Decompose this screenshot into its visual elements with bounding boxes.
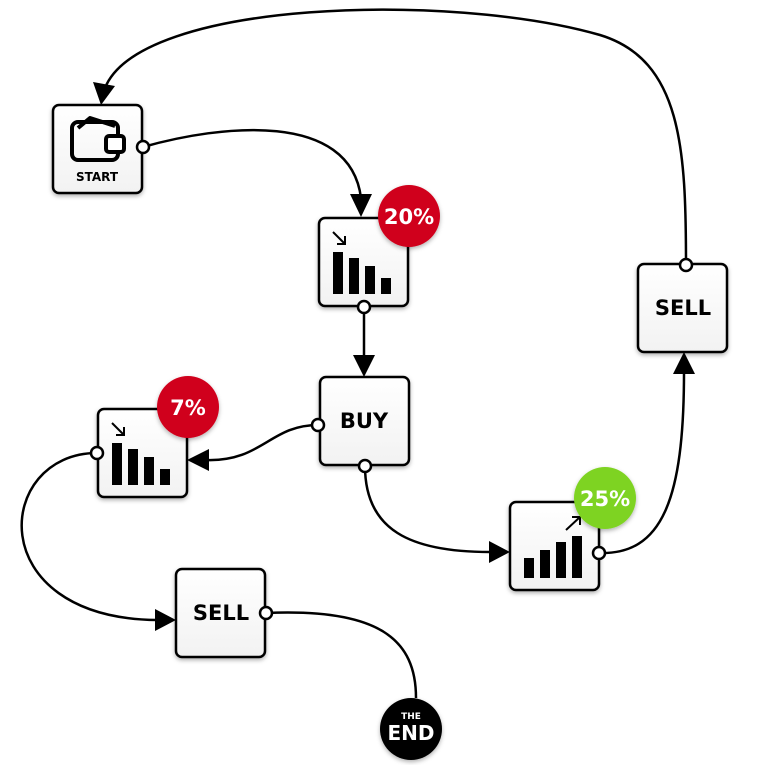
arrowhead — [673, 352, 695, 374]
node-end[interactable]: THE END — [380, 698, 442, 760]
node-drop-20[interactable]: 20% — [317, 185, 440, 315]
percent-badge: 20% — [378, 185, 440, 247]
svg-text:25%: 25% — [580, 487, 630, 511]
percent-badge: 25% — [574, 467, 636, 529]
edge-buy-to-drop2[interactable] — [205, 423, 319, 462]
svg-text:20%: 20% — [384, 205, 434, 229]
edge-sell-right-to-start[interactable] — [103, 8, 688, 266]
output-port[interactable] — [135, 139, 151, 155]
end-label: END — [387, 721, 434, 745]
edge-buy-to-rise[interactable] — [363, 465, 491, 554]
chart-down-icon — [332, 231, 391, 294]
edge-start-to-drop1[interactable] — [142, 128, 363, 199]
output-port[interactable] — [678, 257, 694, 273]
output-port[interactable] — [89, 445, 105, 461]
wallet-icon — [70, 116, 126, 162]
edge-rise-to-sell-right[interactable] — [598, 371, 686, 555]
output-port[interactable] — [356, 299, 372, 315]
buy-label: BUY — [340, 409, 389, 433]
end-small-label: THE — [401, 712, 421, 722]
edge-drop2-to-sell-bottom[interactable] — [20, 451, 158, 622]
output-port[interactable] — [591, 545, 607, 561]
chart-down-icon — [111, 422, 170, 485]
node-start[interactable]: START — [51, 103, 151, 195]
node-rise-25[interactable]: 25% — [508, 467, 636, 592]
arrowhead — [489, 541, 510, 563]
edges — [20, 8, 695, 699]
sell-label: SELL — [193, 601, 249, 625]
edge-sell-bottom-to-end[interactable] — [265, 611, 418, 699]
percent-badge: 7% — [157, 376, 219, 438]
arrowhead — [353, 355, 375, 377]
svg-text:7%: 7% — [170, 396, 206, 420]
output-port-bottom[interactable] — [357, 458, 373, 474]
chart-up-icon — [524, 516, 582, 578]
output-port-left[interactable] — [310, 417, 326, 433]
sell-label: SELL — [655, 296, 711, 320]
node-buy[interactable]: BUY — [310, 375, 411, 474]
arrowhead — [187, 449, 209, 471]
output-port[interactable] — [258, 605, 274, 621]
start-label: START — [76, 170, 119, 184]
node-sell-right[interactable]: SELL — [636, 257, 729, 354]
node-sell-bottom[interactable]: SELL — [174, 567, 274, 659]
arrowhead — [155, 609, 176, 631]
arrowhead — [350, 194, 372, 217]
node-drop-7[interactable]: 7% — [89, 376, 219, 499]
arrowhead — [93, 82, 115, 105]
